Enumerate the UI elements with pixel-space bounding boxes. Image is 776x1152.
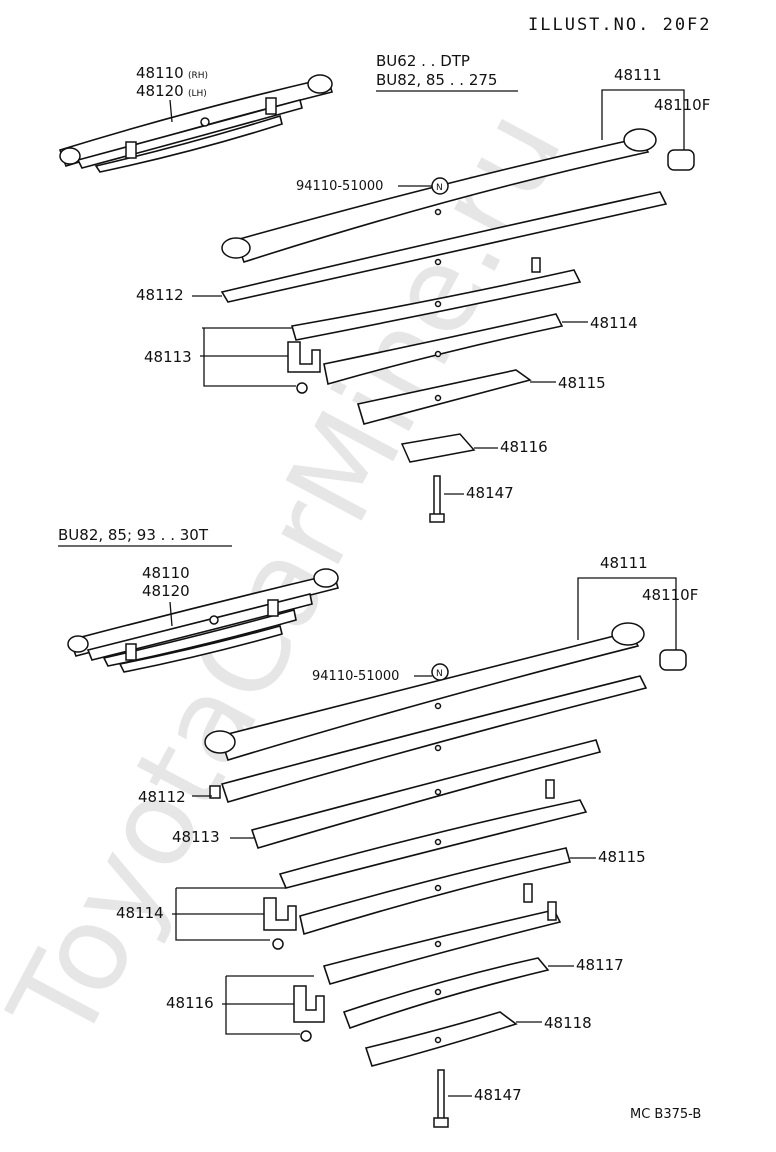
- leaf2-5: [322, 909, 562, 985]
- spring-assembly-thumbnail: [58, 74, 333, 173]
- label2-48112: 48112: [138, 788, 186, 806]
- label2-48118: 48118: [544, 1014, 592, 1032]
- leaf2-48117: [342, 957, 550, 1030]
- center-bolt-2: [437, 1069, 445, 1121]
- leaf-eye-left: [221, 237, 251, 259]
- pad-48116: [400, 433, 476, 463]
- section-1-title-1: BU62 . . DTP: [376, 52, 470, 70]
- leaf2-4: [278, 799, 588, 889]
- center-bolt: [433, 475, 441, 517]
- leaf2-48115: [299, 847, 572, 936]
- leaf-48115: [356, 369, 532, 425]
- new-part-icon: [431, 177, 449, 195]
- assembly2-48120: 48120: [142, 582, 190, 600]
- bushing: [667, 149, 695, 171]
- diagram-code: MC B375-B: [630, 1107, 701, 1122]
- label2-48111: 48111: [600, 554, 648, 572]
- label-48114: 48114: [590, 314, 638, 332]
- label-48147: 48147: [466, 484, 514, 502]
- leaf-eye-right: [623, 128, 657, 152]
- label2-48116: 48116: [166, 994, 214, 1012]
- assembly2-48110: 48110: [142, 564, 190, 582]
- label2-48114: 48114: [116, 904, 164, 922]
- assembly-48110: 48110: [136, 64, 184, 82]
- clip-48113: [287, 341, 321, 373]
- clip-48114: [263, 897, 297, 931]
- illust-number: ILLUST.NO. 20F2: [528, 15, 712, 35]
- leaf2-48113: [250, 739, 602, 849]
- label2-48147: 48147: [474, 1086, 522, 1104]
- main-leaf: [234, 137, 650, 263]
- assembly-48120: 48120: [136, 82, 184, 100]
- label2-48117: 48117: [576, 956, 624, 974]
- spring-assembly-thumbnail-2: [67, 568, 339, 673]
- section-1-title-2: BU82, 85 . . 275: [376, 71, 497, 89]
- label-48113: 48113: [144, 348, 192, 366]
- bushing-2: [659, 649, 687, 671]
- label-nut-ref: 94110-51000: [296, 179, 383, 194]
- label-48112: 48112: [136, 286, 184, 304]
- leaf2-48112: [220, 675, 648, 803]
- label2-48113: 48113: [172, 828, 220, 846]
- nut-mark-2: N: [436, 669, 443, 679]
- clip-48116: [293, 985, 325, 1023]
- label-48116: 48116: [500, 438, 548, 456]
- section-2-title: BU82, 85; 93 . . 30T: [58, 526, 209, 544]
- label-48115: 48115: [558, 374, 606, 392]
- assembly-rh-suffix: (RH): [188, 71, 208, 81]
- section-2: BU82, 85; 93 . . 30T 48110 48120 48111 4…: [58, 526, 698, 1128]
- assembly-lh-suffix: (LH): [188, 89, 207, 99]
- label-48110f: 48110F: [654, 96, 710, 114]
- label2-nut-ref: 94110-51000: [312, 669, 399, 684]
- section-1: BU62 . . DTP BU82, 85 . . 275 48110 (RH)…: [58, 52, 710, 523]
- label-48111: 48111: [614, 66, 662, 84]
- label2-48115: 48115: [598, 848, 646, 866]
- label2-48110f: 48110F: [642, 586, 698, 604]
- leaf-48112: [220, 191, 668, 303]
- nut-mark: N: [436, 183, 443, 193]
- main-leaf-2: [218, 631, 640, 761]
- leaf-48114: [323, 313, 564, 386]
